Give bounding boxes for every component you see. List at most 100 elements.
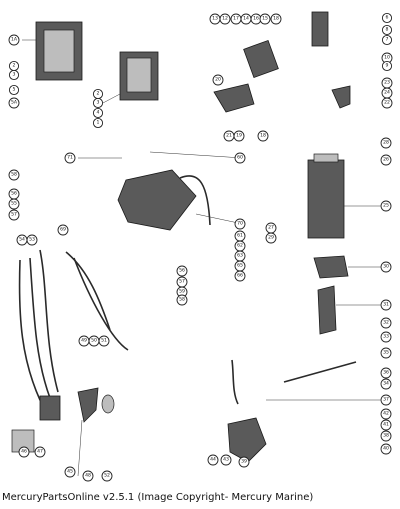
- callout-circle: [265, 232, 277, 244]
- callout-circle: [257, 130, 269, 142]
- coil-bracket: [213, 83, 255, 113]
- callout-circle: [380, 137, 392, 149]
- callout-29: 29: [265, 232, 277, 244]
- switch-box-large-face: [43, 29, 75, 73]
- callout-label: 69: [60, 227, 66, 233]
- callout-label: 3: [13, 72, 16, 78]
- callout-label: 36: [383, 370, 389, 376]
- callout-circle: [381, 24, 393, 36]
- callout-5a-a: 5A: [8, 97, 20, 109]
- callout-circle: [176, 294, 188, 306]
- callout-label: 58: [179, 297, 185, 303]
- callout-3-a: 3: [8, 69, 20, 81]
- callout-circle: [176, 265, 188, 277]
- callout-label: 38: [383, 433, 389, 439]
- callout-circle: [92, 117, 104, 129]
- callout-circle: [380, 317, 392, 329]
- callout-circle: [92, 107, 104, 119]
- callout-circle: [8, 209, 20, 221]
- callout-12: 12: [219, 13, 231, 25]
- callout-label: 44: [210, 457, 216, 463]
- callout-66: 66: [234, 270, 246, 282]
- solenoid-assembly: [117, 169, 197, 231]
- callout-1a-top: 1A: [8, 34, 20, 46]
- callout-32: 32: [380, 317, 392, 329]
- callout-53: 53: [26, 234, 38, 246]
- callout-label: 59: [179, 289, 185, 295]
- callout-circle: [380, 200, 392, 212]
- ground-wire: [231, 359, 239, 405]
- callout-circle: [234, 152, 246, 164]
- callout-circle: [381, 34, 393, 46]
- callout-57b: 57: [176, 276, 188, 288]
- callout-circle: [234, 270, 246, 282]
- callout-61: 61: [234, 230, 246, 242]
- callout-circle: [380, 367, 392, 379]
- callout-label: 63: [237, 253, 243, 259]
- callout-18b: 18: [257, 130, 269, 142]
- callout-36: 36: [380, 367, 392, 379]
- callout-circle: [380, 154, 392, 166]
- callout-17: 17: [230, 13, 242, 25]
- callout-label: 61: [237, 233, 243, 239]
- callout-label: 28: [383, 140, 389, 146]
- starter-bracket-bottom: [317, 285, 337, 335]
- callout-circle: [380, 347, 392, 359]
- callout-label: 56: [179, 268, 185, 274]
- callout-label: 65: [237, 263, 243, 269]
- callout-label: 17: [233, 16, 239, 22]
- callout-65: 65: [234, 260, 246, 272]
- callout-label: 22: [384, 100, 390, 106]
- callout-label: 52: [104, 473, 110, 479]
- callout-circle: [380, 394, 392, 406]
- callout-21: 21: [223, 130, 235, 142]
- starter-cap: [313, 153, 339, 163]
- callout-label: 1: [97, 120, 100, 126]
- callout-70: 70: [234, 218, 246, 230]
- callout-label: 26: [383, 157, 389, 163]
- callout-label: 43: [223, 457, 229, 463]
- callout-56b: 56: [176, 265, 188, 277]
- leader: [149, 151, 244, 159]
- callout-circle: [380, 430, 392, 442]
- callout-label: 45: [67, 469, 73, 475]
- rectifier: [311, 11, 329, 47]
- callout-circle: [8, 169, 20, 181]
- callout-46: 46: [18, 446, 30, 458]
- callout-label: 47: [37, 449, 43, 455]
- callout-label: 18: [273, 16, 279, 22]
- callout-38: 38: [380, 430, 392, 442]
- harness-wire-4: [65, 251, 111, 331]
- callout-28: 28: [380, 137, 392, 149]
- callout-circle: [380, 408, 392, 420]
- callout-label: 8: [386, 27, 389, 33]
- callout-25: 25: [380, 200, 392, 212]
- callout-circle: [238, 456, 250, 468]
- callout-circle: [220, 454, 232, 466]
- callout-circle: [219, 13, 231, 25]
- callout-label: 60: [237, 155, 243, 161]
- callout-56: 56: [8, 188, 20, 200]
- callout-13: 13: [209, 13, 221, 25]
- callout-label: 48: [85, 473, 91, 479]
- callout-circle: [380, 419, 392, 431]
- callout-8: 8: [381, 24, 393, 36]
- callout-label: 18: [260, 133, 266, 139]
- callout-label: 20: [215, 77, 221, 83]
- harness-plug: [39, 395, 61, 421]
- callout-label: 57: [11, 212, 17, 218]
- callout-label: 13: [212, 16, 218, 22]
- callout-label: 57: [179, 279, 185, 285]
- callout-50: 50: [88, 335, 100, 347]
- callout-label: 19: [236, 133, 242, 139]
- callout-label: 42: [383, 411, 389, 417]
- callout-23: 23: [381, 77, 393, 89]
- callout-label: 5: [13, 87, 16, 93]
- callout-58: 58: [8, 169, 20, 181]
- callout-circle: [380, 443, 392, 455]
- callout-label: 10: [384, 55, 390, 61]
- callout-label: 50: [91, 338, 97, 344]
- callout-circle: [8, 84, 20, 96]
- callout-circle: [380, 331, 392, 343]
- callout-label: 33: [383, 334, 389, 340]
